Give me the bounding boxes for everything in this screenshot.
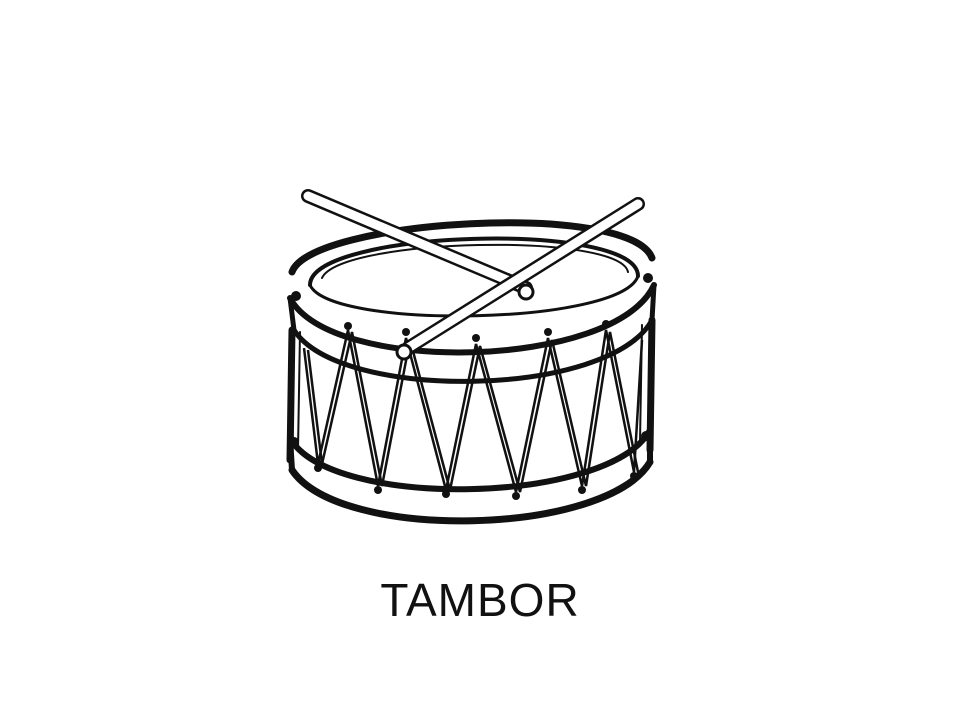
drum-illustration (286, 189, 657, 525)
caption-label: TAMBOR (380, 574, 580, 626)
drumsticks (301, 189, 645, 361)
rope-ears (289, 273, 653, 500)
